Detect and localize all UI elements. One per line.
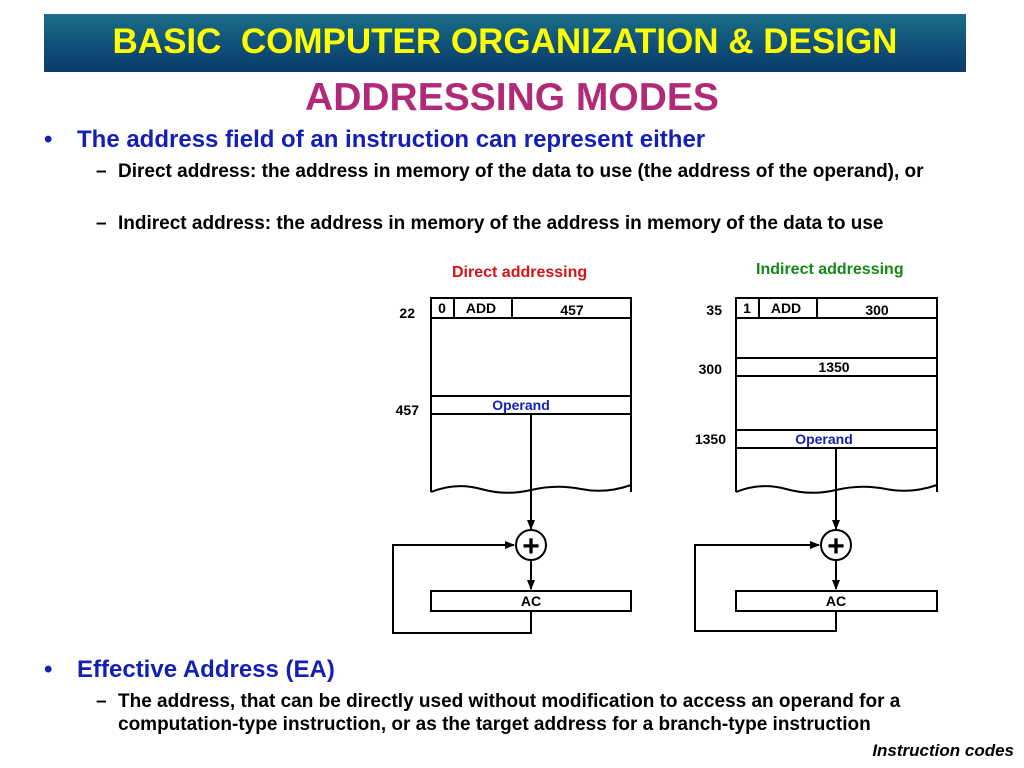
direct-address-field: 457 xyxy=(560,302,584,318)
indirect-diagram: 1 ADD 300 35 1350 300 Operand 1350 + AC xyxy=(694,297,938,632)
direct-opcode: ADD xyxy=(466,300,496,316)
direct-instr-address: 22 xyxy=(399,305,415,321)
direct-diagram: 0 ADD 457 22 Operand 457 + AC xyxy=(392,297,632,634)
bullet-dot: • xyxy=(44,656,53,683)
indirect-instr-address: 35 xyxy=(706,302,722,318)
sub-bullet-dash: – xyxy=(96,691,107,712)
sub-bullet-dash: – xyxy=(96,161,107,182)
sub-bullet-text: Indirect address: the address in memory … xyxy=(118,213,884,234)
bullet-dot: • xyxy=(44,126,53,153)
indirect-pointer-word xyxy=(735,357,938,377)
direct-adder-symbol: + xyxy=(522,530,540,563)
indirect-feedback-path xyxy=(694,541,837,632)
indirect-pointer-address: 300 xyxy=(699,361,723,377)
sub-bullet-dash: – xyxy=(96,213,107,234)
indirect-ac-label: AC xyxy=(826,593,846,609)
indirect-instruction-word xyxy=(735,297,938,319)
indirect-adder-symbol: + xyxy=(827,530,845,563)
indirect-pointer-value: 1350 xyxy=(818,359,849,375)
section-title: ADDRESSING MODES xyxy=(305,76,719,119)
direct-addressing-title: Direct addressing xyxy=(452,264,588,281)
indirect-operand-label: Operand xyxy=(795,431,853,447)
indirect-addressing-title: Indirect addressing xyxy=(756,261,904,278)
indirect-mode-bit: 1 xyxy=(743,300,751,316)
footer-section-label: Instruction codes xyxy=(872,741,1014,760)
title-banner: BASIC COMPUTER ORGANIZATION & DESIGN xyxy=(44,14,966,72)
indirect-opcode: ADD xyxy=(771,300,801,316)
direct-mode-bit: 0 xyxy=(438,300,446,316)
direct-operand-label: Operand xyxy=(492,397,550,413)
indirect-operand-address: 1350 xyxy=(695,431,726,447)
direct-ac-label: AC xyxy=(521,593,541,609)
direct-feedback-path xyxy=(392,541,532,634)
bullet-text: The address field of an instruction can … xyxy=(77,126,706,153)
direct-instruction-word xyxy=(430,297,632,319)
indirect-address-field: 300 xyxy=(865,302,889,318)
bullet-text: Effective Address (EA) xyxy=(77,656,335,683)
sub-bullet-text: Direct address: the address in memory of… xyxy=(118,161,924,182)
sub-bullet-text: The address, that can be directly used w… xyxy=(118,691,901,735)
banner-title: BASIC COMPUTER ORGANIZATION & DESIGN xyxy=(112,22,898,61)
direct-operand-address: 457 xyxy=(396,402,420,418)
